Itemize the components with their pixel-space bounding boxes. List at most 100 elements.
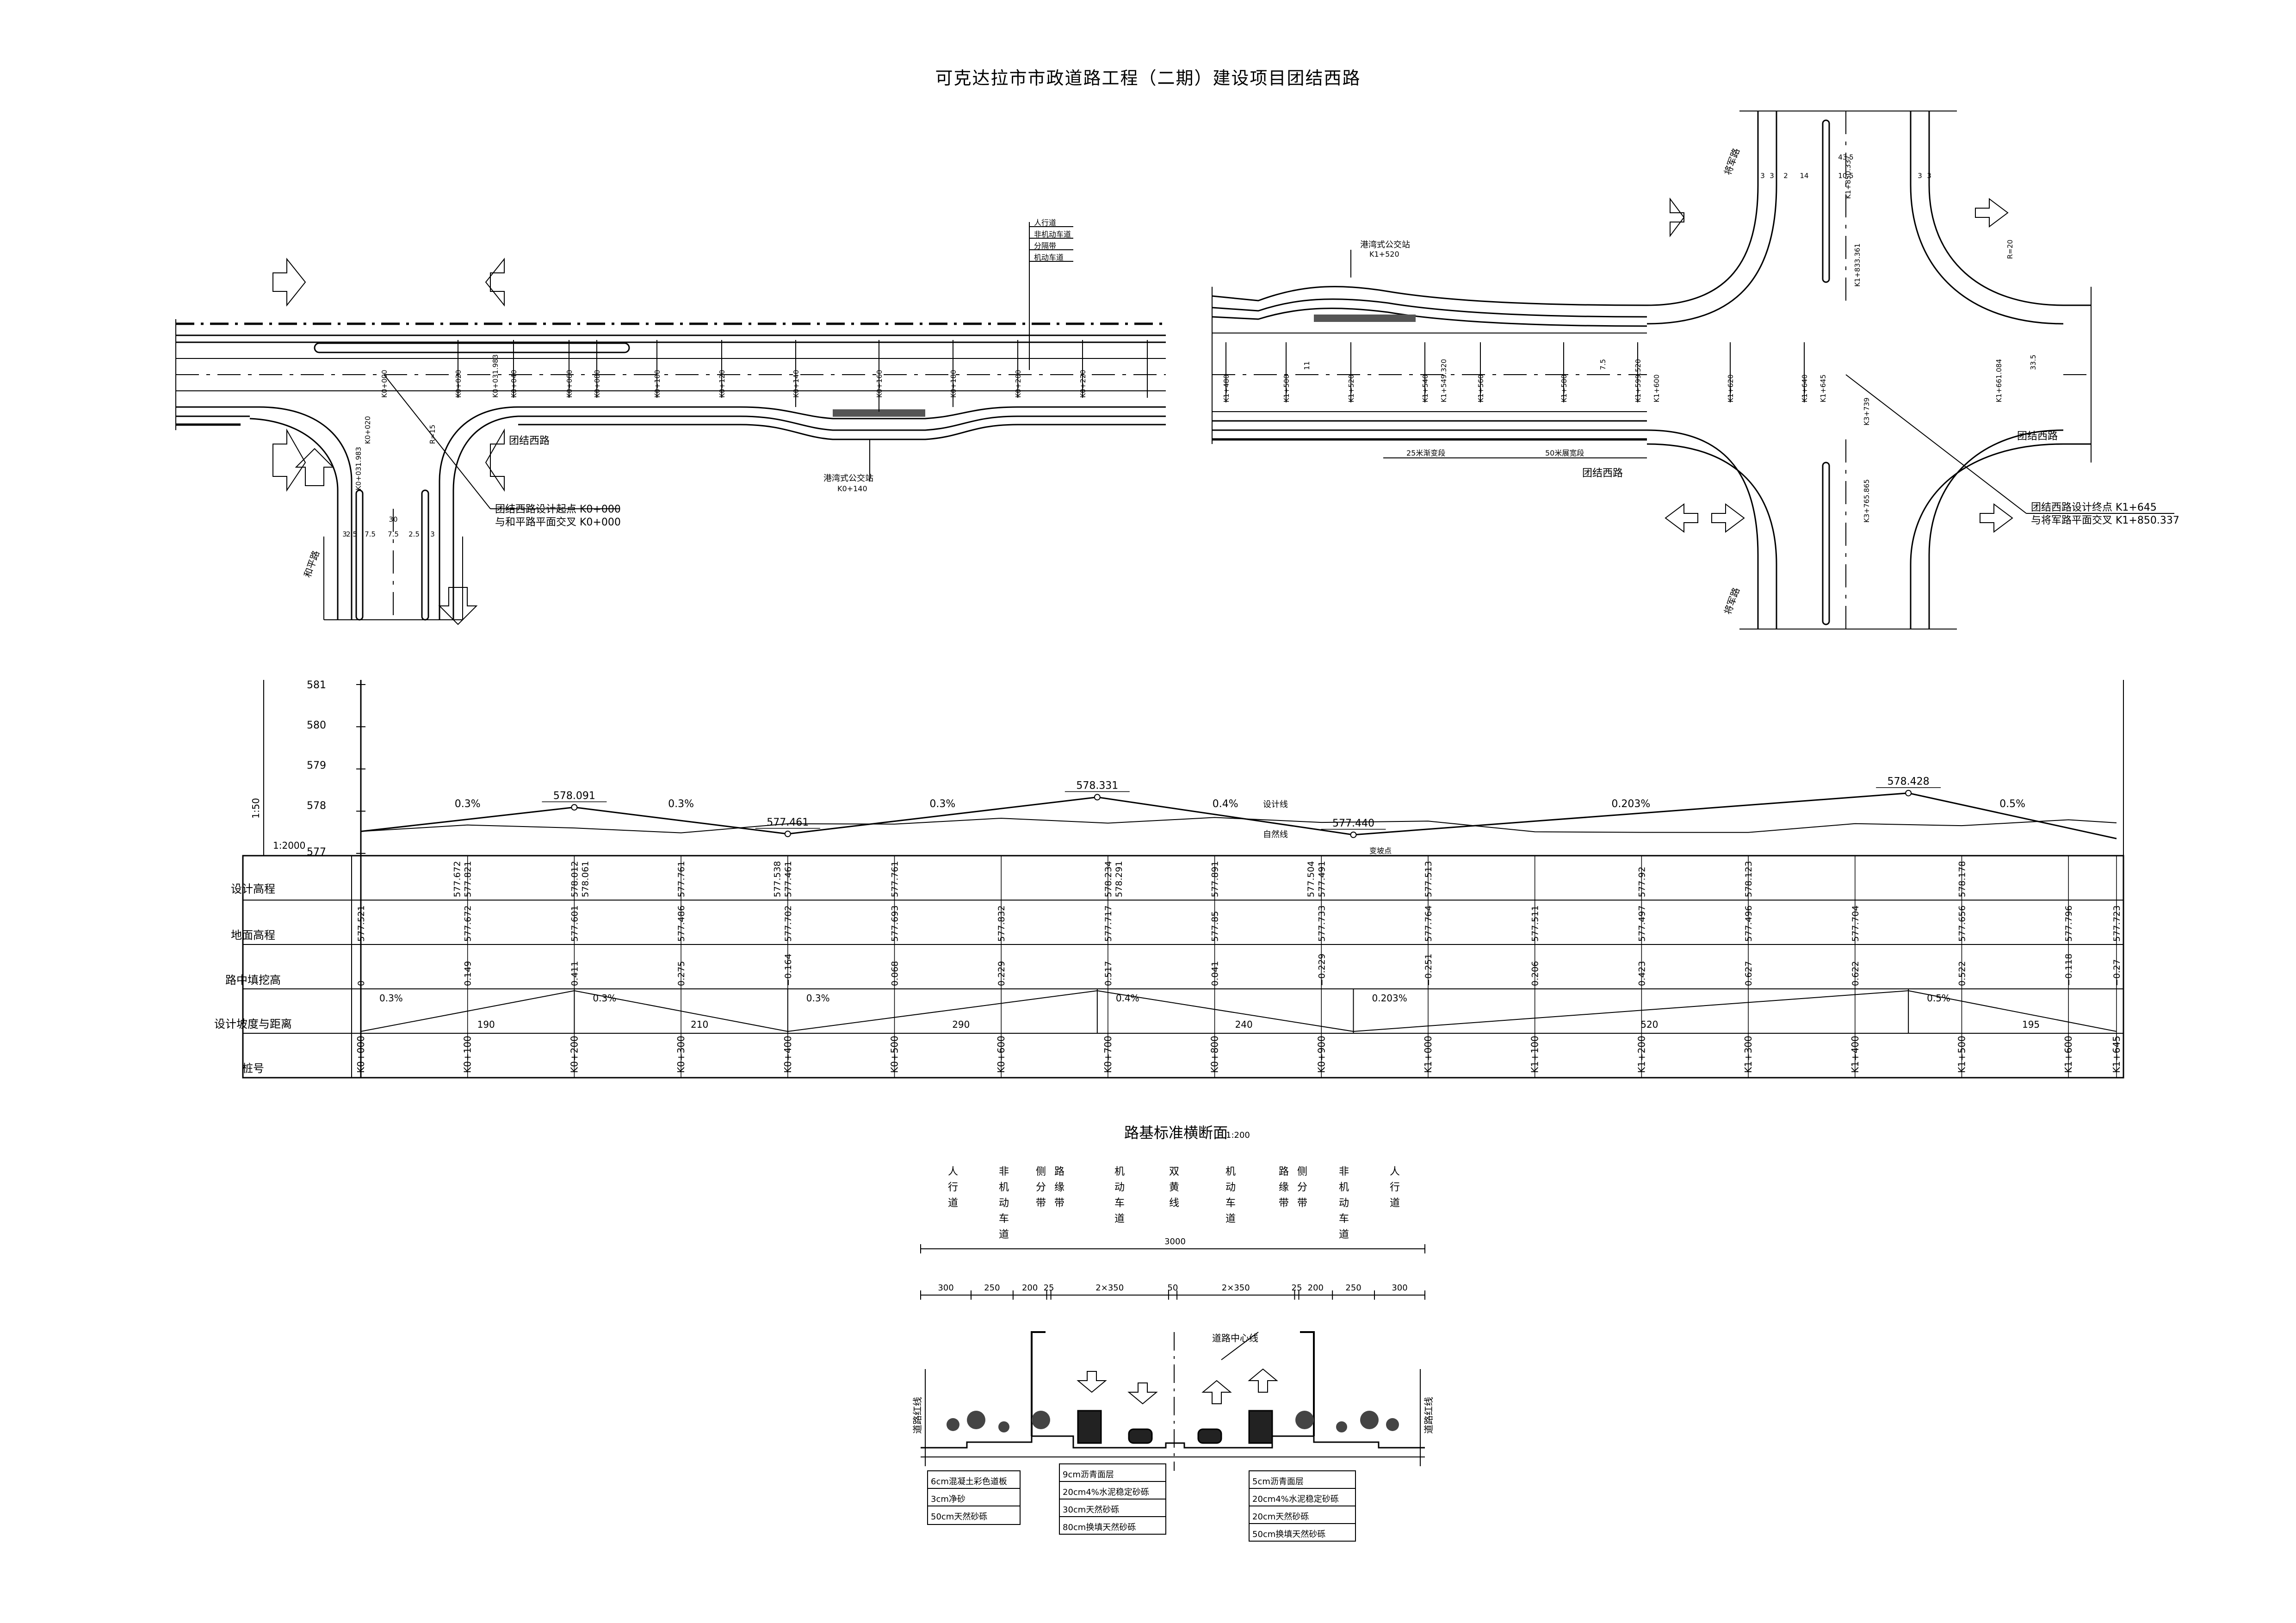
cross-road-west: 和平路: [302, 549, 322, 579]
plan-west-station: K0+000: [380, 370, 389, 398]
design-elev-value: 577.538: [773, 861, 783, 897]
grade-seg-diagonal: [360, 990, 575, 1032]
plan-west-station: K0+140: [792, 370, 800, 398]
road-name-east-2: 团结西路: [2017, 431, 2058, 442]
grade-seg-grade: 0.3%: [593, 993, 616, 1004]
design-elev-value: 577.672: [452, 861, 463, 897]
profile-grade-label: 0.3%: [929, 798, 955, 810]
design-line-label: 设计线: [1263, 800, 1288, 809]
plan-misc-label: K3+765.865: [1863, 479, 1871, 523]
ground-elev-value: 577.85: [1210, 911, 1220, 942]
design-elev-value: 577.504: [1306, 861, 1316, 897]
section-width-label: 25: [1044, 1283, 1054, 1293]
profile-grade-label: 0.3%: [668, 798, 694, 810]
station-label: K0+200: [569, 1036, 580, 1073]
section-zone-label: 双黄线: [1169, 1166, 1179, 1209]
station-label: K0+600: [996, 1036, 1007, 1073]
fill-cut-value: 0.229: [996, 961, 1007, 986]
bus-stop-2-km: K1+520: [1369, 250, 1399, 259]
plan-west-dim: 3: [430, 530, 435, 538]
row-label-1: 地面高程: [231, 929, 275, 942]
layer-mid-1: 20cm4%水泥稳定砂砾: [1063, 1487, 1149, 1497]
scale-v: 1:50: [250, 798, 261, 819]
plan-east-station: K1+500: [1282, 374, 1291, 402]
pvi-point: [1350, 831, 1357, 838]
ground-elev-value: 577.704: [1850, 905, 1861, 942]
layer-left-1: 3cm净砂: [931, 1494, 965, 1504]
fill-cut-value: −0.164: [783, 954, 793, 986]
ground-elev-value: 577.723: [2112, 905, 2122, 942]
design-elev-value: 578.234: [1103, 861, 1114, 897]
pvi-elevation-label: 577.440: [1332, 818, 1374, 829]
ground-elev-value: 577.497: [1637, 905, 1647, 942]
ground-line-label: 自然线: [1263, 830, 1288, 839]
station-label: K0+000: [355, 1036, 366, 1073]
plan-east-dim: 2: [1783, 172, 1788, 180]
fill-cut-value: 0.149: [463, 961, 473, 986]
plan-east-station: K1+661.084: [1995, 359, 2003, 402]
ground-elev-value: 577.672: [463, 905, 473, 942]
section-width-label: 25: [1292, 1283, 1302, 1293]
plan-misc-label: 7.5: [1599, 359, 1607, 370]
section-zone-label: 侧分带: [1036, 1166, 1046, 1209]
fill-cut-value: 0.275: [676, 961, 687, 986]
section-zone-label: 机动车道: [1114, 1166, 1125, 1225]
row-label-2: 路中填挖高: [225, 974, 281, 987]
design-elev-value: 577.491: [1317, 861, 1327, 897]
design-elev-value: 578.061: [580, 861, 590, 897]
layer-right-3: 50cm换填天然砂砾: [1252, 1530, 1325, 1539]
ground-elev-value: 577.693: [890, 905, 900, 942]
section-width-label: 300: [1392, 1283, 1407, 1293]
grade-seg-length: 210: [691, 1019, 708, 1030]
plan-west-station: K0+180: [949, 370, 958, 398]
ground-elev-value: 577.521: [356, 905, 366, 942]
grade-seg-diagonal: [1353, 990, 1909, 1032]
design-elev-value: 577.92: [1637, 867, 1647, 897]
legend-2: 分隔带: [1034, 241, 1056, 250]
plan-east-dim: 3: [1918, 172, 1922, 180]
start-note-1: 团结西路设计起点 K0+000: [495, 504, 621, 515]
plan-east-dim: 3: [1760, 172, 1765, 180]
road-name-west: 团结西路: [509, 435, 550, 447]
grade-seg-grade: 0.3%: [379, 993, 403, 1004]
section-width-label: 200: [1308, 1283, 1324, 1293]
profile-frame: [242, 680, 2124, 1079]
fill-cut-value: 0.622: [1850, 961, 1861, 986]
layer-right-1: 20cm4%水泥稳定砂砾: [1252, 1494, 1339, 1504]
section-zone-label: 路缘带: [1054, 1166, 1064, 1209]
design-elev-value: 577.513: [1423, 861, 1434, 897]
plan-east-station: K1+520: [1347, 374, 1355, 402]
layer-left-2: 50cm天然砂砾: [931, 1512, 987, 1522]
cross-road-east-bottom: 将军路: [1722, 586, 1742, 616]
station-label: K1+100: [1529, 1036, 1541, 1073]
fill-cut-value: 0.522: [1957, 961, 1967, 986]
section-width-label: 250: [984, 1283, 1000, 1293]
profile-grade-label: 0.3%: [455, 798, 481, 810]
plan-misc-label: K3+739: [1863, 397, 1871, 426]
boundary-label-left: 道路红线: [912, 1397, 923, 1434]
design-elev-value: 578.012: [569, 861, 580, 897]
ground-elev-value: 577.601: [569, 905, 580, 942]
pvi-point: [571, 804, 578, 811]
station-label: K0+400: [782, 1036, 793, 1073]
plan-west-dim: 7.5: [365, 530, 376, 538]
plan-west-dim: 7.5: [388, 530, 399, 538]
section-width-label: 2×350: [1222, 1283, 1250, 1293]
drawing-title: 可克达拉市市政道路工程（二期）建设项目团结西路: [935, 68, 1361, 88]
ground-elev-value: 577.486: [676, 905, 687, 942]
fill-cut-value: −0.251: [1423, 954, 1434, 986]
grade-seg-length: 195: [2022, 1019, 2040, 1030]
plan-east-station: K1+549.320: [1440, 359, 1448, 402]
grade-seg-diagonal: [1908, 990, 2117, 1032]
grade-seg-length: 190: [477, 1019, 495, 1030]
section-scale: 1:200: [1226, 1130, 1250, 1140]
ground-elev-value: 577.702: [783, 905, 793, 942]
station-label: K0+100: [462, 1036, 473, 1073]
fill-cut-value: 0: [356, 981, 366, 986]
design-elev-value: 577.761: [676, 861, 687, 897]
bus-stop-1-km: K0+140: [837, 484, 867, 493]
station-label: K0+300: [675, 1036, 687, 1073]
legend-1: 非机动车道: [1034, 230, 1071, 239]
taper-1: 25米渐变段: [1406, 449, 1445, 457]
